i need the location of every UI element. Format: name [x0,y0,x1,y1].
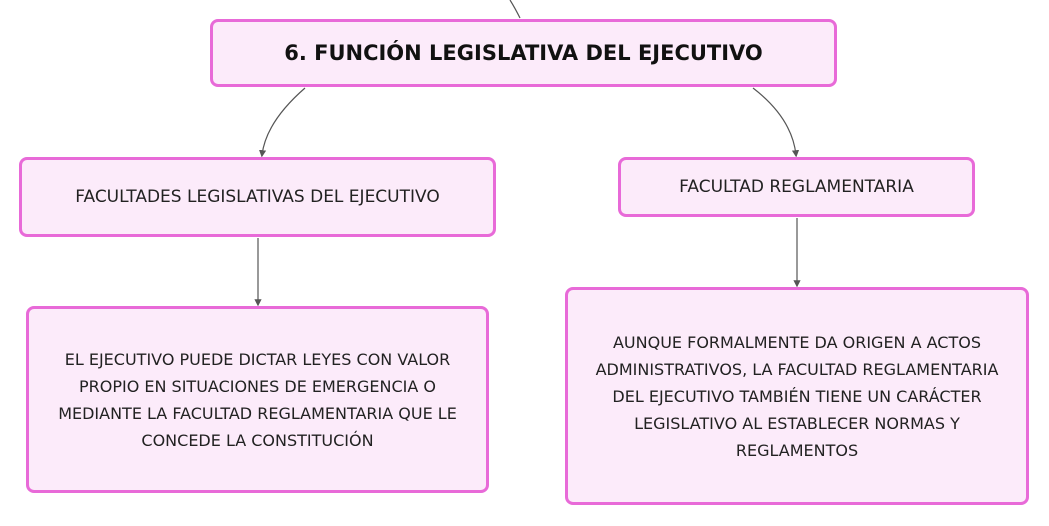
subtopic-label: FACULTADES LEGISLATIVAS DEL EJECUTIVO [75,187,440,207]
subtopic-label: FACULTAD REGLAMENTARIA [679,177,914,197]
detail-node-facultad-reglamentaria[interactable]: AUNQUE FORMALMENTE DA ORIGEN A ACTOS ADM… [565,287,1029,505]
main-topic-label: 6. FUNCIÓN LEGISLATIVA DEL EJECUTIVO [284,41,763,65]
connector-main-to-left [259,87,306,158]
subtopic-node-facultades-legislativas[interactable]: FACULTADES LEGISLATIVAS DEL EJECUTIVO [19,157,496,237]
detail-text: AUNQUE FORMALMENTE DA ORIGEN A ACTOS ADM… [595,332,999,460]
connector-main-to-right [752,87,800,158]
main-topic-node[interactable]: 6. FUNCIÓN LEGISLATIVA DEL EJECUTIVO [210,19,837,87]
detail-text: EL EJECUTIVO PUEDE DICTAR LEYES CON VALO… [58,349,457,450]
subtopic-node-facultad-reglamentaria[interactable]: FACULTAD REGLAMENTARIA [618,157,975,217]
detail-node-facultades-legislativas[interactable]: EL EJECUTIVO PUEDE DICTAR LEYES CON VALO… [26,306,489,493]
connector-incoming [509,0,521,19]
